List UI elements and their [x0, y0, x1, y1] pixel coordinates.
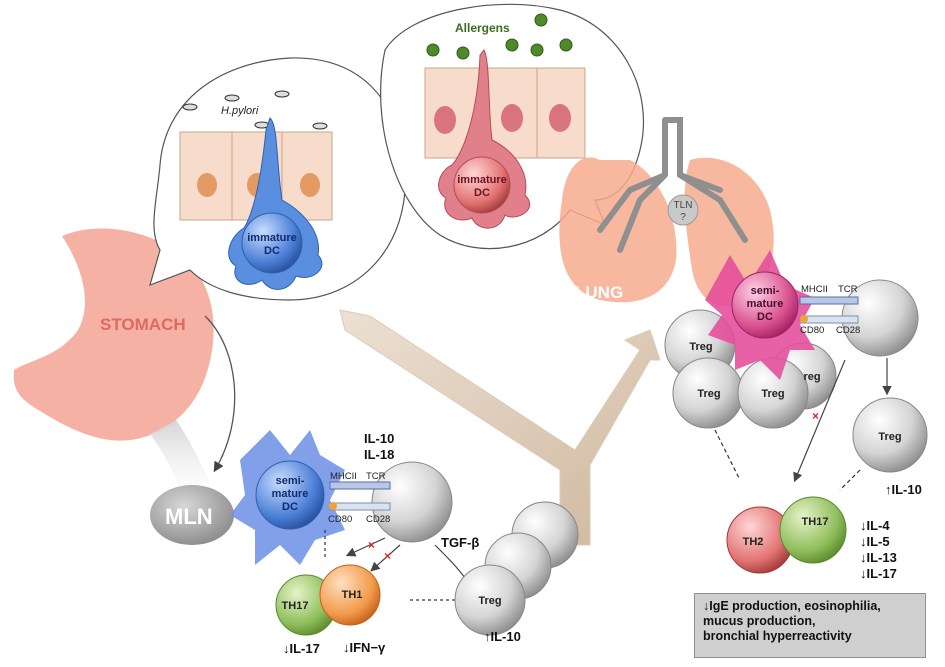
cytokine-il5: ↓IL-5 [860, 534, 890, 549]
right-cd80-label: CD80 [800, 325, 824, 336]
lung-dc-label-1: immature [457, 174, 507, 186]
block-x-3: × [812, 409, 819, 423]
blocked-arrow-2 [370, 544, 401, 572]
stomach-dc-label-1: immature [247, 232, 297, 244]
left-dc-line3: DC [282, 501, 298, 513]
left-receptor-pairs [329, 481, 391, 511]
right-dc-line3: DC [757, 311, 773, 323]
tcell-to-th17-blocked [793, 359, 846, 483]
right-treg-label-3: Treg [697, 388, 720, 400]
left-tcr-label: TCR [366, 471, 386, 482]
th2-label: TH2 [743, 536, 764, 548]
left-dc-line1: semi- [276, 475, 305, 487]
cytokine-il4: ↓IL-4 [860, 518, 890, 533]
treg-label-right: Treg [878, 431, 901, 443]
th17-label-left: TH17 [282, 600, 309, 612]
lung-label: LUNG [575, 283, 623, 302]
hpylori-label: H.pylori [221, 105, 259, 117]
tgf-beta-label: TGF-β [441, 535, 479, 550]
blocked-arrow-1 [345, 537, 386, 557]
outcome-line-3: bronchial hyperreactivity [703, 629, 852, 643]
treg-cell-right [852, 397, 928, 473]
semi-mature-dc-left [230, 430, 345, 565]
right-dc-line2: mature [747, 298, 784, 310]
tln-question: ? [680, 212, 686, 223]
left-cd80-label: CD80 [328, 514, 352, 525]
tln-node [667, 194, 699, 226]
th17-cell-right [779, 496, 847, 564]
il18-label: IL-18 [364, 447, 394, 462]
block-x-1: × [368, 538, 375, 552]
cytokine-il17: ↓IL-17 [860, 566, 897, 581]
treg-inhibits-th17 [839, 469, 861, 491]
ifng-effect-left: ↓IFN−γ [343, 640, 386, 655]
left-mhc-label: MHCII [330, 471, 357, 482]
immature-dc-stomach [228, 117, 323, 290]
lung-dc-label-2: DC [474, 187, 490, 199]
right-receptor-pairs [799, 296, 859, 324]
lung-epithelium [424, 67, 586, 159]
right-mhc-label: MHCII [801, 284, 828, 295]
right-dc-line1: semi- [751, 285, 780, 297]
cytokine-il13: ↓IL-13 [860, 550, 897, 565]
treg-cell-left [454, 564, 526, 636]
block-x-2: × [384, 549, 391, 563]
allergen-icon [426, 13, 573, 60]
t-cell-left [371, 461, 453, 543]
immature-dc-lung [438, 49, 531, 229]
th1-cell-left [319, 564, 381, 626]
left-dc-line2: mature [272, 488, 309, 500]
outcome-line-2: mucus production, [703, 614, 816, 628]
allergens-label: Allergens [455, 21, 510, 35]
right-treg-cluster [664, 309, 837, 429]
migration-arrows [339, 309, 661, 546]
lung-organ [559, 117, 774, 307]
il10-effect-right: ↑IL-10 [885, 482, 922, 497]
il10-label: IL-10 [364, 431, 394, 446]
stomach-label: STOMACH [100, 315, 186, 334]
il17-effect-left: ↓IL-17 [283, 641, 320, 656]
left-cd28-label: CD28 [366, 514, 390, 525]
il10-effect-left: ↑IL-10 [484, 629, 521, 644]
outcome-box: ↓IgE production, eosinophilia, mucus pro… [694, 593, 926, 658]
right-cd28-label: CD28 [836, 325, 860, 336]
right-treg-label-1: Treg [689, 341, 712, 353]
semi-mature-dc-right [705, 250, 815, 380]
th1-label-left: TH1 [342, 589, 363, 601]
tln-label: TLN [674, 200, 693, 211]
treg-inhibits-th2 [714, 429, 741, 481]
stomach-dc-label-2: DC [264, 245, 280, 257]
outcome-line-1: ↓IgE production, eosinophilia, [703, 599, 881, 613]
stomach-to-mln-arrow [204, 315, 236, 473]
right-treg-label-2: reg [803, 371, 820, 383]
mln-label: MLN [165, 504, 213, 529]
right-treg-label-4: Treg [761, 388, 784, 400]
th17-label-right: TH17 [802, 516, 829, 528]
right-tcr-label: TCR [838, 284, 858, 295]
mln-node [150, 485, 234, 545]
treg-label-left: Treg [478, 595, 501, 607]
hpylori-bacteria-icon [182, 90, 328, 130]
